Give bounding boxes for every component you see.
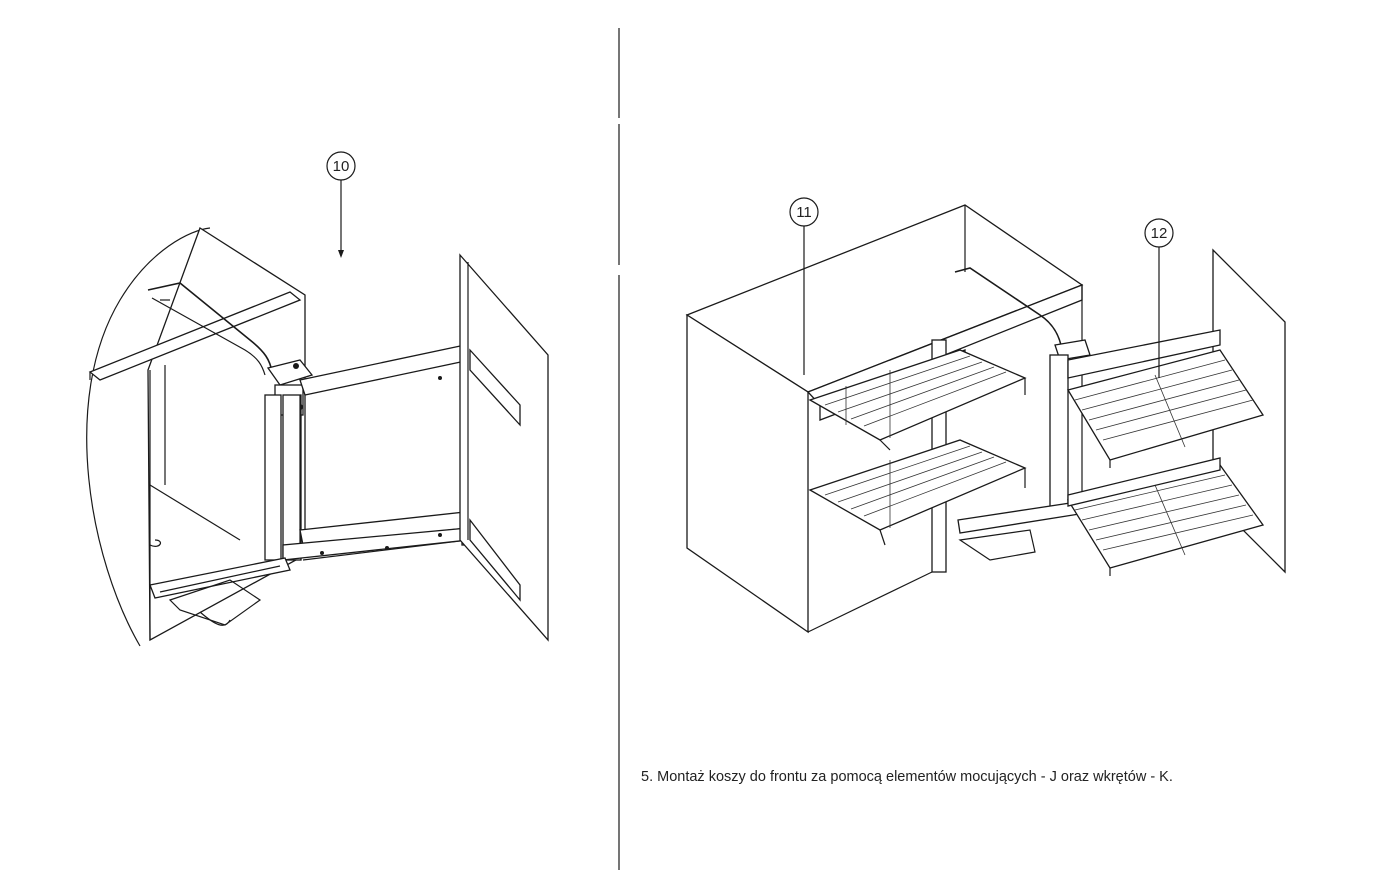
callout-10: 10 bbox=[326, 151, 356, 258]
upper-basket-wires bbox=[824, 355, 1007, 438]
cabinet-view-right bbox=[685, 204, 1286, 634]
callout-12: 12 bbox=[1144, 218, 1174, 378]
callout-10-label: 10 bbox=[333, 158, 350, 175]
callout-11: 11 bbox=[789, 197, 819, 375]
detail-view-left bbox=[86, 227, 549, 647]
callout-11-label: 11 bbox=[796, 204, 812, 221]
callout-12-label: 12 bbox=[1151, 225, 1168, 242]
instruction-caption: 5. Montaż koszy do frontu za pomocą elem… bbox=[641, 769, 1173, 785]
right-upper-basket-wires bbox=[1074, 359, 1254, 448]
lower-basket-wires bbox=[824, 445, 1007, 528]
right-lower-basket-wires bbox=[1074, 474, 1254, 556]
